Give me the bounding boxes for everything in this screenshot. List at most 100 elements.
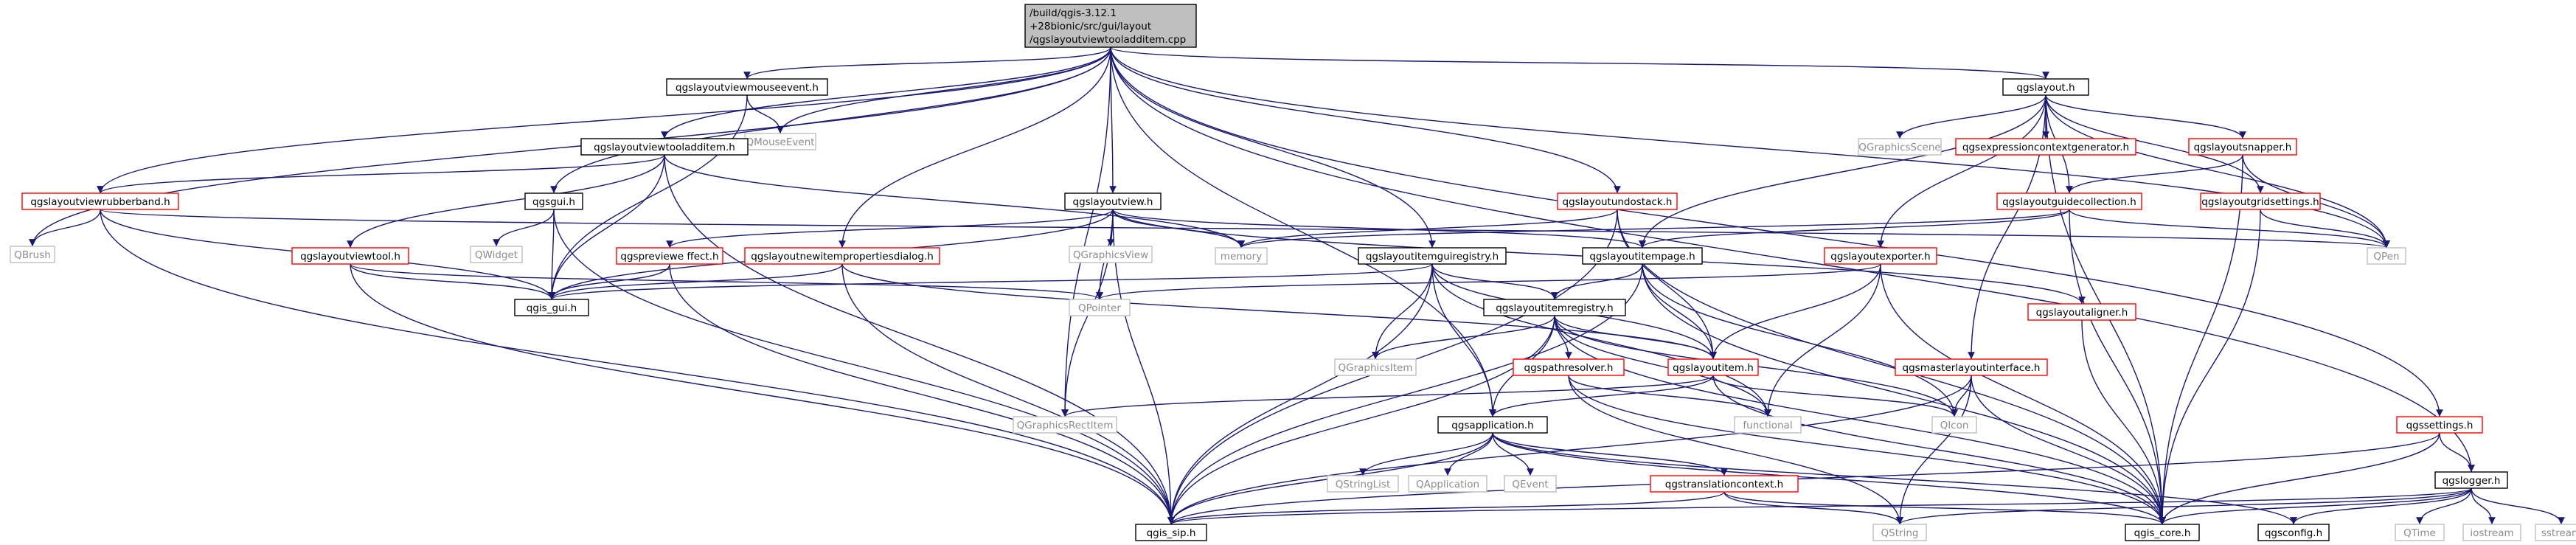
edge-qgssettings-to-qgissip (1167, 432, 2440, 525)
edge-exporter-to-qpointer (1096, 263, 1881, 300)
edge-qgsgui-to-qgissip (553, 209, 1175, 525)
node-qstring[interactable]: QString (1872, 524, 1927, 541)
node-qgstranslationcontext-h[interactable]: qgstranslationcontext.h (1650, 475, 1799, 493)
node-qtime[interactable]: QTime (2395, 524, 2445, 541)
node-qicon[interactable]: QIcon (1931, 416, 1977, 434)
edge-undostack-to-memory (1237, 209, 1618, 249)
node-qgslayoutitempage-h[interactable]: qgslayoutitempage.h (1582, 247, 1703, 265)
edge-itempage-to-qgiscore (1642, 263, 2166, 525)
node-qgslayoutgridsettings-h[interactable]: qgslayoutgridsettings.h (2200, 192, 2321, 210)
node-box (2395, 524, 2445, 541)
node-box (1895, 358, 2048, 376)
edge-undostack-to-layoutitem (1617, 209, 1717, 360)
node-label: qgslayout.h (2016, 82, 2075, 94)
edge-translationcontext-to-qgissip (1167, 491, 1725, 525)
edge-root-to-qgsapplication (1110, 46, 1496, 417)
node-qgslayout-h[interactable]: qgslayout.h (2002, 78, 2089, 96)
node-qgspathresolver-h[interactable]: qgspathresolver.h (1513, 358, 1625, 376)
node-qgssettings-h[interactable]: qgssettings.h (2396, 416, 2483, 434)
node-qgslayoutviewmouseevent-h[interactable]: qgslayoutviewmouseevent.h (666, 78, 828, 96)
edge-root-to-qgraphicsrectitem (1061, 46, 1111, 417)
node-box (2462, 524, 2521, 541)
node-qgslayoutaligner-h[interactable]: qgslayoutaligner.h (2027, 303, 2136, 321)
edge-layouth-to-qgraphicsscene (1896, 94, 2046, 139)
node-box (1483, 299, 1626, 316)
node-qstringlist[interactable]: QStringList (1327, 475, 1399, 493)
node-qgslayoutviewtooladditem-cpp[interactable]: /build/qgis-3.12.1+28bionic/src/gui/layo… (1024, 4, 1197, 48)
edge-gridsettings-to-qpen (2260, 209, 2390, 249)
node-box (1064, 192, 1162, 210)
node-functional[interactable]: functional (1734, 416, 1802, 434)
node-qgsexpressioncontextgenerator-h[interactable]: qgsexpressioncontextgenerator.h (1955, 138, 2136, 156)
node-qgslayoutviewtool-h[interactable]: qgslayoutviewtool.h (291, 247, 409, 265)
node-iostream[interactable]: iostream (2462, 524, 2521, 541)
node-qgslayoutsnapper-h[interactable]: qgslayoutsnapper.h (2188, 138, 2297, 156)
node-box (470, 246, 523, 263)
node-qgslayoutviewrubberband-h[interactable]: qgslayoutviewrubberband.h (21, 192, 179, 210)
node-box (514, 299, 589, 316)
edge-masterlayout-to-qgiscore (1971, 375, 2166, 525)
node-qgspreviewe-ffect-h[interactable]: qgspreviewe ffect.h (616, 247, 723, 265)
node-box (1872, 524, 1927, 541)
node-box (10, 246, 55, 263)
node-label: QPen (2373, 251, 2399, 263)
node-qgsmasterlayoutinterface-h[interactable]: qgsmasterlayoutinterface.h (1895, 358, 2048, 376)
node-qgsapplication-h[interactable]: qgsapplication.h (1437, 416, 1548, 434)
node-qgraphicsview[interactable]: QGraphicsView (1069, 246, 1153, 263)
node-qgslayoutviewtooladditem-h[interactable]: qgslayoutviewtooladditem.h (580, 138, 749, 156)
node-label: qgslayoutviewtooladditem.h (594, 142, 735, 153)
node-box (1013, 416, 1117, 434)
node-label: QEvent (1512, 479, 1548, 490)
node-label: QWidget (475, 249, 518, 261)
node-label: QStringList (1336, 479, 1391, 490)
node-qpen[interactable]: QPen (2367, 247, 2406, 265)
node-qgis-sip-h[interactable]: qgis_sip.h (1135, 524, 1207, 541)
node-qgraphicsscene[interactable]: QGraphicsScene (1858, 138, 1942, 156)
node-qevent[interactable]: QEvent (1504, 475, 1557, 493)
node-qgsgui-h[interactable]: qgsgui.h (524, 192, 583, 210)
node-qgis-core-h[interactable]: qgis_core.h (2125, 524, 2200, 541)
node-qgslogger-h[interactable]: qgslogger.h (2434, 471, 2508, 489)
edge-itempage-to-qicon (1642, 263, 1958, 417)
edge-qgsapplication-to-qgiscore (1492, 432, 2166, 525)
edge-layouth-to-exporter (1877, 94, 2046, 249)
node-box (666, 78, 828, 96)
node-label: qgis_sip.h (1147, 527, 1196, 539)
node-label: +28bionic/src/gui/layout (1030, 21, 1151, 32)
edge-itemguiregistry-to-qgraphicsitem (1372, 263, 1433, 360)
node-qgslayoutnewitempropertiesdialog-h[interactable]: qgslayoutnewitempropertiesdialog.h (744, 247, 940, 265)
edge-itemregistry-to-layoutitem (1554, 315, 1717, 360)
node-qgslayoutguidecollection-h[interactable]: qgslayoutguidecollection.h (1996, 192, 2142, 210)
node-qgslayoutundostack-h[interactable]: qgslayoutundostack.h (1557, 192, 1678, 210)
node-qpointer[interactable]: QPointer (1069, 299, 1131, 316)
edge-newitemprops-to-qgissip (841, 263, 1175, 525)
node-qgslayoutitemregistry-h[interactable]: qgslayoutitemregistry.h (1483, 299, 1626, 316)
node-qgslayoutview-h[interactable]: qgslayoutview.h (1064, 192, 1162, 210)
node-qgraphicsitem[interactable]: QGraphicsItem (1334, 358, 1417, 376)
node-label: memory (1221, 251, 1262, 263)
edge-layoutitem-to-qgiscore (1712, 375, 2166, 525)
node-qgis-gui-h[interactable]: qgis_gui.h (514, 299, 589, 316)
edge-aligner-to-qgiscore (2081, 319, 2166, 525)
node-box (580, 138, 749, 156)
node-qmouseevent[interactable]: QMouseEvent (744, 133, 816, 150)
edge-itemguiregistry-to-qgissip (1167, 263, 1433, 525)
node-label: QMouseEvent (746, 136, 814, 148)
node-qwidget[interactable]: QWidget (470, 246, 523, 263)
node-qgslayoutitemguiregistry-h[interactable]: qgslayoutitemguiregistry.h (1358, 247, 1507, 265)
node-qapplication[interactable]: QApplication (1408, 475, 1487, 493)
node-memory[interactable]: memory (1215, 247, 1268, 265)
node-box (2200, 192, 2321, 210)
edge-root-to-qgslogger (1110, 46, 2475, 473)
edge-previeweffect-to-qgissip (669, 263, 1175, 525)
node-box (2027, 303, 2136, 321)
node-sstream[interactable]: sstream (2535, 524, 2576, 541)
node-qgslayoutitem-h[interactable]: qgslayoutitem.h (1667, 358, 1759, 376)
node-qgslayoutexporter-h[interactable]: qgslayoutexporter.h (1824, 247, 1937, 265)
node-box (1931, 416, 1977, 434)
node-qgraphicsrectitem[interactable]: QGraphicsRectItem (1013, 416, 1117, 434)
node-qbrush[interactable]: QBrush (10, 246, 55, 263)
node-box (1667, 358, 1759, 376)
node-qgsconfig-h[interactable]: qgsconfig.h (2257, 524, 2330, 541)
